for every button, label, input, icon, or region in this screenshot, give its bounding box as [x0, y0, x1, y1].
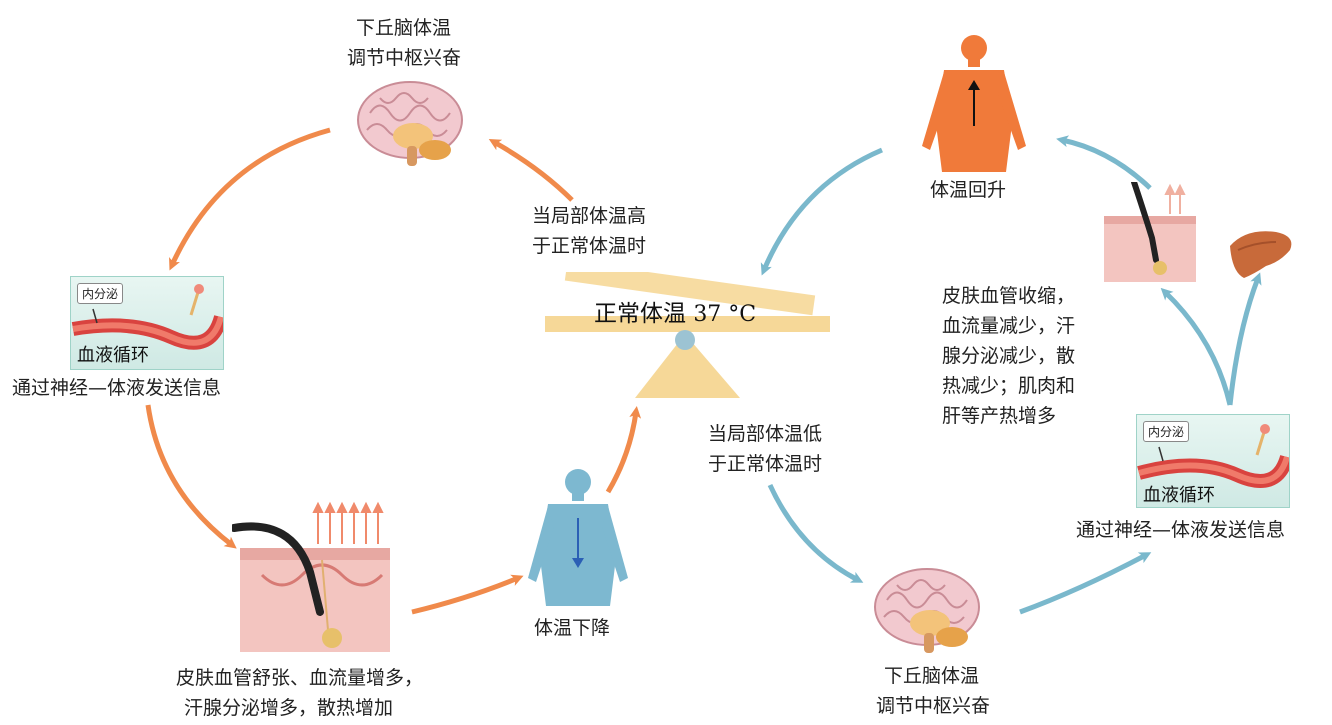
brain-icon-bottom: [872, 565, 987, 660]
right-panel-caption: 通过神经—体液发送信息: [1076, 516, 1285, 544]
normal-temp-value: 37 °C: [693, 302, 756, 327]
skin-dilate-line-1: 皮肤血管舒张、血流量增多，: [176, 664, 423, 692]
high-condition-2: 于正常体温时: [532, 232, 646, 260]
arrow-body-to-seesaw-blue: [764, 150, 882, 270]
arrow-condition-to-brain: [494, 142, 572, 200]
low-condition-2: 于正常体温时: [708, 450, 822, 478]
skin-constrict-line-2: 血流量减少，汗: [942, 312, 1075, 340]
temp-drop-label: 体温下降: [534, 614, 610, 642]
low-condition-1: 当局部体温低: [708, 420, 822, 448]
body-warming-icon: [912, 34, 1036, 174]
body-cooling-icon: [518, 466, 638, 606]
liver-icon: [1226, 226, 1296, 282]
arrow-skin-to-body-up: [1062, 140, 1150, 188]
bottom-brain-label-1: 下丘脑体温: [884, 662, 979, 690]
skin-constriction-icon: [1104, 182, 1196, 282]
circulation-label-right: 血液循环: [1143, 481, 1215, 507]
high-condition-1: 当局部体温高: [532, 202, 646, 230]
arrow-rpanel-to-liver: [1230, 278, 1258, 405]
skin-dilation-icon: [232, 500, 392, 652]
bottom-brain-label-2: 调节中枢兴奋: [876, 692, 990, 720]
normal-temp-text: 正常体温: [594, 301, 686, 327]
arrow-rpanel-to-skin: [1165, 292, 1230, 405]
skin-constrict-line-3: 腺分泌减少，散: [942, 342, 1075, 370]
brain-icon-top: [355, 78, 470, 173]
skin-constrict-line-4: 热减少；肌肉和: [942, 372, 1075, 400]
arrow-panel-to-skin: [148, 405, 232, 545]
skin-constrict-line-1: 皮肤血管收缩，: [942, 282, 1075, 310]
normal-temp-label: 正常体温 37 °C: [594, 294, 756, 328]
right-circulation-panel: 内分泌 血液循环: [1136, 414, 1290, 508]
top-brain-label-2: 调节中枢兴奋: [347, 44, 461, 72]
arrow-brain-to-rpanel: [1020, 555, 1146, 612]
endocrine-tag-right: 内分泌: [1143, 421, 1189, 442]
circulation-label-left: 血液循环: [77, 341, 149, 367]
top-brain-label-1: 下丘脑体温: [356, 14, 451, 42]
left-panel-caption: 通过神经—体液发送信息: [12, 374, 221, 402]
seesaw-icon: [545, 272, 835, 402]
arrow-skin-to-body: [412, 578, 518, 612]
arrow-seesaw-to-brain: [770, 485, 858, 580]
left-circulation-panel: 内分泌 血液循环: [70, 276, 224, 370]
endocrine-tag-left: 内分泌: [77, 283, 123, 304]
skin-constrict-line-5: 肝等产热增多: [942, 402, 1056, 430]
temp-rise-label: 体温回升: [930, 176, 1006, 204]
arrow-brain-to-panel: [172, 130, 330, 265]
skin-dilate-line-2: 汗腺分泌增多，散热增加: [184, 694, 393, 722]
